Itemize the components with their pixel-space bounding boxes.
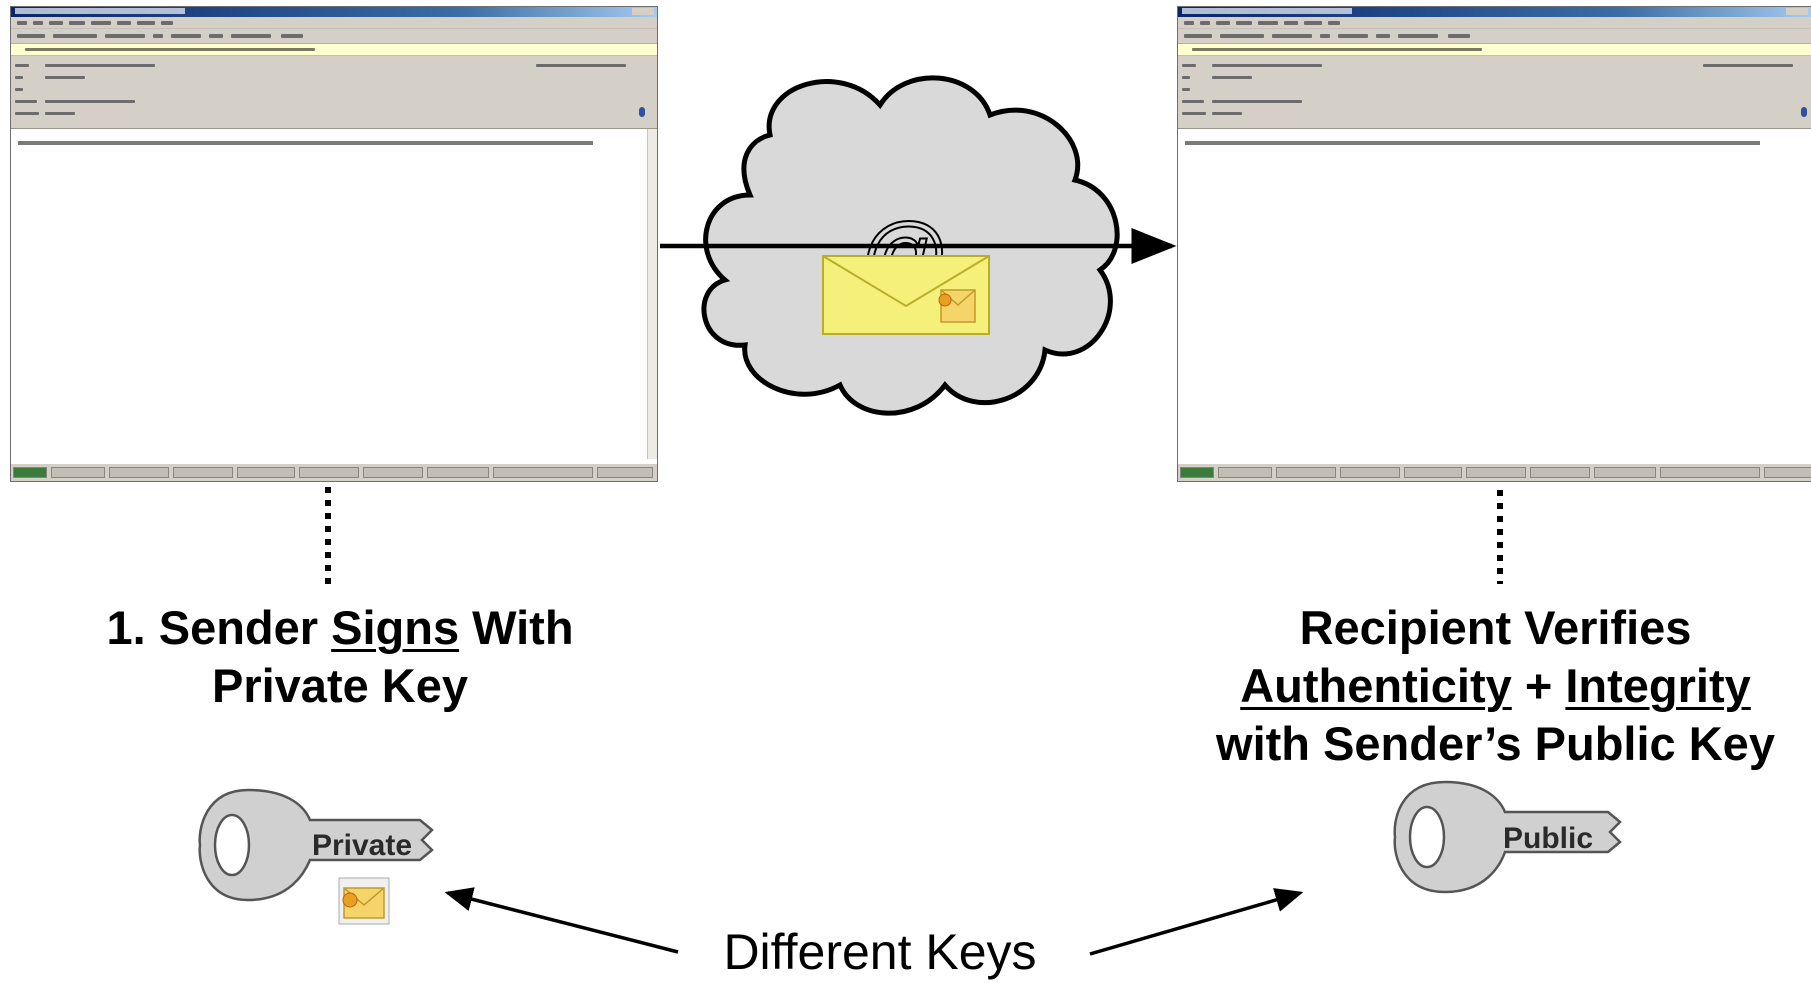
security-icon[interactable] — [1801, 107, 1807, 117]
public-key-label: Public — [1503, 822, 1593, 855]
authenticity-word: Authenticity — [1240, 659, 1512, 712]
taskbar — [11, 463, 657, 481]
window-titlebar — [11, 7, 657, 17]
message-headers — [11, 56, 657, 129]
arrow-to-public-key — [1089, 888, 1304, 956]
private-key-label: Private — [312, 829, 412, 862]
window-controls[interactable] — [1786, 8, 1808, 15]
different-keys-label: Different Keys — [723, 924, 1037, 980]
certificate-icon — [938, 289, 976, 323]
arrow-to-private-key — [444, 887, 679, 954]
scrollbar[interactable] — [647, 129, 657, 459]
toolbar[interactable] — [1178, 29, 1811, 44]
start-button[interactable] — [1180, 467, 1214, 478]
message-body — [11, 129, 657, 459]
sender-caption: 1. Sender Signs With Private Key — [40, 599, 640, 715]
private-key-icon: Private — [198, 788, 434, 902]
plus-sign: + — [1524, 659, 1553, 712]
toolbar[interactable] — [11, 29, 657, 44]
message-headers — [1178, 56, 1811, 129]
signs-word: Signs — [331, 601, 460, 654]
sender-word: Sender — [158, 601, 319, 654]
step-number: 1. — [106, 601, 146, 654]
taskbar — [1178, 463, 1811, 481]
recipient-caption-line3: with Sender’s Public Key — [1216, 717, 1775, 770]
sender-caption-line2: Private Key — [211, 659, 469, 712]
menu-bar[interactable] — [11, 17, 657, 29]
info-bar — [11, 44, 657, 56]
menu-bar[interactable] — [1178, 17, 1811, 29]
window-titlebar — [1178, 7, 1811, 17]
info-bar — [1178, 44, 1811, 56]
with-word: With — [472, 601, 574, 654]
message-body — [1178, 129, 1811, 459]
sender-caption-line1: 1. Sender Signs With — [40, 599, 640, 657]
recipient-caption-line2: Authenticity + Integrity — [1180, 657, 1811, 715]
recipient-caption-line1: Recipient Verifies — [1299, 601, 1692, 654]
public-key-icon: Public — [1393, 780, 1622, 894]
window-controls[interactable] — [632, 8, 654, 15]
start-button[interactable] — [13, 467, 47, 478]
recipient-caption: Recipient Verifies Authenticity + Integr… — [1180, 599, 1811, 773]
certificate-icon — [338, 877, 390, 925]
security-icon[interactable] — [639, 107, 645, 117]
integrity-word: Integrity — [1565, 659, 1751, 712]
sender-email-window — [10, 6, 658, 482]
recipient-email-window — [1177, 6, 1811, 482]
